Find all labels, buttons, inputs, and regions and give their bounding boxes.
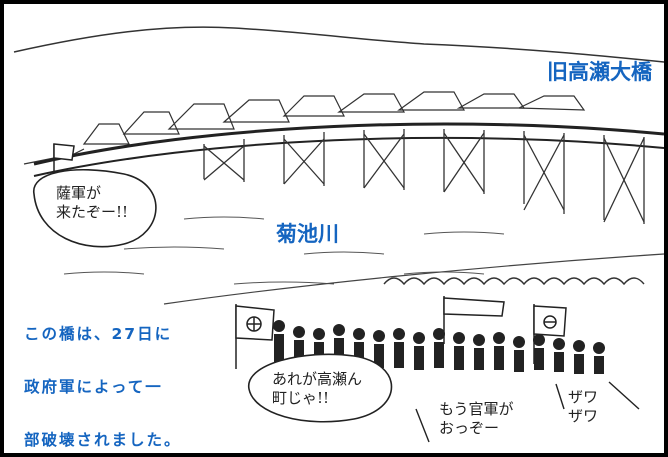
caption-line-1: この橋は、27日に: [24, 325, 173, 343]
caption-line-3: 部破壊されました。: [24, 431, 182, 449]
speech-bubble-left-text: 薩軍が 来たぞー!!: [56, 184, 129, 221]
comic-panel: 旧高瀬大橋 菊池川 この橋は、27日に 政府軍によって一 部破壊されました。 薩…: [4, 4, 664, 453]
bridge-name-label: 旧高瀬大橋: [547, 60, 652, 84]
speech-bottom-text: もう官軍が おっぞー: [439, 400, 514, 437]
river-name-label: 菊池川: [276, 222, 339, 246]
speech-bubble-center-text: あれが高瀬ん 町じゃ!!: [272, 370, 363, 407]
sketch-illustration: [13, 26, 664, 443]
speech-right-text: ザワ ザワ: [568, 388, 599, 425]
caption-line-2: 政府軍によって一: [24, 378, 163, 396]
